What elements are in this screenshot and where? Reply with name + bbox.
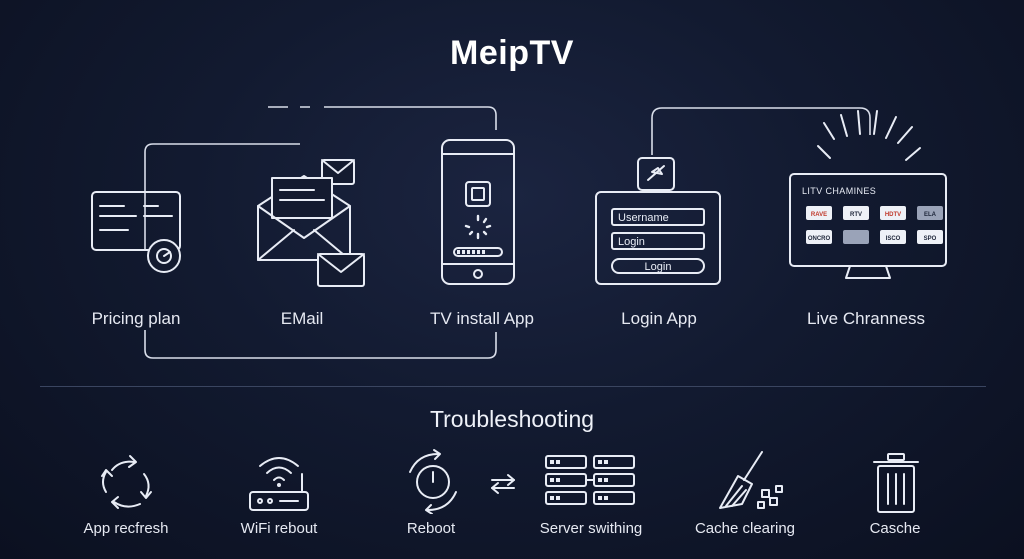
step-label-live-channels: Live Chranness — [806, 309, 926, 328]
tv-channel-grid: RAVE RTV HDTV ELA ONCRO ISCO SPO — [806, 206, 943, 244]
tv-channel-label: SPO — [924, 236, 937, 242]
trash-icon — [873, 453, 919, 513]
tv-channel-label: ISCO — [886, 236, 901, 242]
ts-label-cache-clearing: Cache clearing — [694, 520, 796, 537]
credit-card-icon — [91, 191, 181, 273]
ts-label-wifi-reboot: WiFi rebout — [240, 520, 318, 537]
page-title: MeipTV — [450, 34, 574, 72]
tv-channel-label: HDTV — [885, 212, 901, 218]
password-field-text: Login — [618, 236, 645, 248]
tv-channel-tile — [843, 206, 869, 220]
envelope-icon — [257, 159, 365, 287]
server-switch-icon — [491, 455, 635, 505]
step-label-tv-install-app: TV install App — [430, 309, 534, 328]
ts-label-cache: Casche — [869, 520, 921, 537]
login-form-icon: Username Login Login — [595, 157, 721, 285]
tv-channel-tile — [806, 230, 832, 244]
wifi-router-icon — [249, 457, 309, 511]
step-label-email: EMail — [280, 309, 324, 328]
tv-channel-tile — [843, 230, 869, 244]
ts-label-app-refresh: App recfresh — [83, 520, 169, 537]
tv-channel-label: ELA — [924, 212, 937, 218]
tv-channel-label: RTV — [850, 212, 862, 218]
tv-channel-tile — [917, 206, 943, 220]
phone-icon — [441, 139, 515, 285]
ts-label-reboot: Reboot — [406, 520, 456, 537]
login-button-text: Login — [645, 261, 672, 273]
username-field-text: Username — [618, 212, 669, 224]
refresh-icon — [101, 455, 152, 509]
tv-channel-tile — [880, 206, 906, 220]
tv-heading: LITV CHAMINES — [802, 186, 876, 196]
tv-icon: LITV CHAMINES RAVE RTV HDTV ELA ONCRO ISCO SPO — [789, 173, 947, 279]
ts-label-server-switching: Server swithing — [539, 520, 643, 537]
tv-channel-tile — [806, 206, 832, 220]
tv-channel-label: ONCRO — [808, 236, 831, 242]
tv-channel-label: RAVE — [811, 212, 827, 218]
section-divider — [40, 386, 986, 387]
step-label-login-app: Login App — [621, 309, 697, 328]
tv-channel-tile — [880, 230, 906, 244]
troubleshooting-title: Troubleshooting — [429, 406, 595, 432]
tv-channel-tile — [917, 230, 943, 244]
step-label-pricing-plan: Pricing plan — [91, 309, 181, 328]
broom-icon — [719, 451, 783, 509]
power-icon — [409, 449, 457, 514]
